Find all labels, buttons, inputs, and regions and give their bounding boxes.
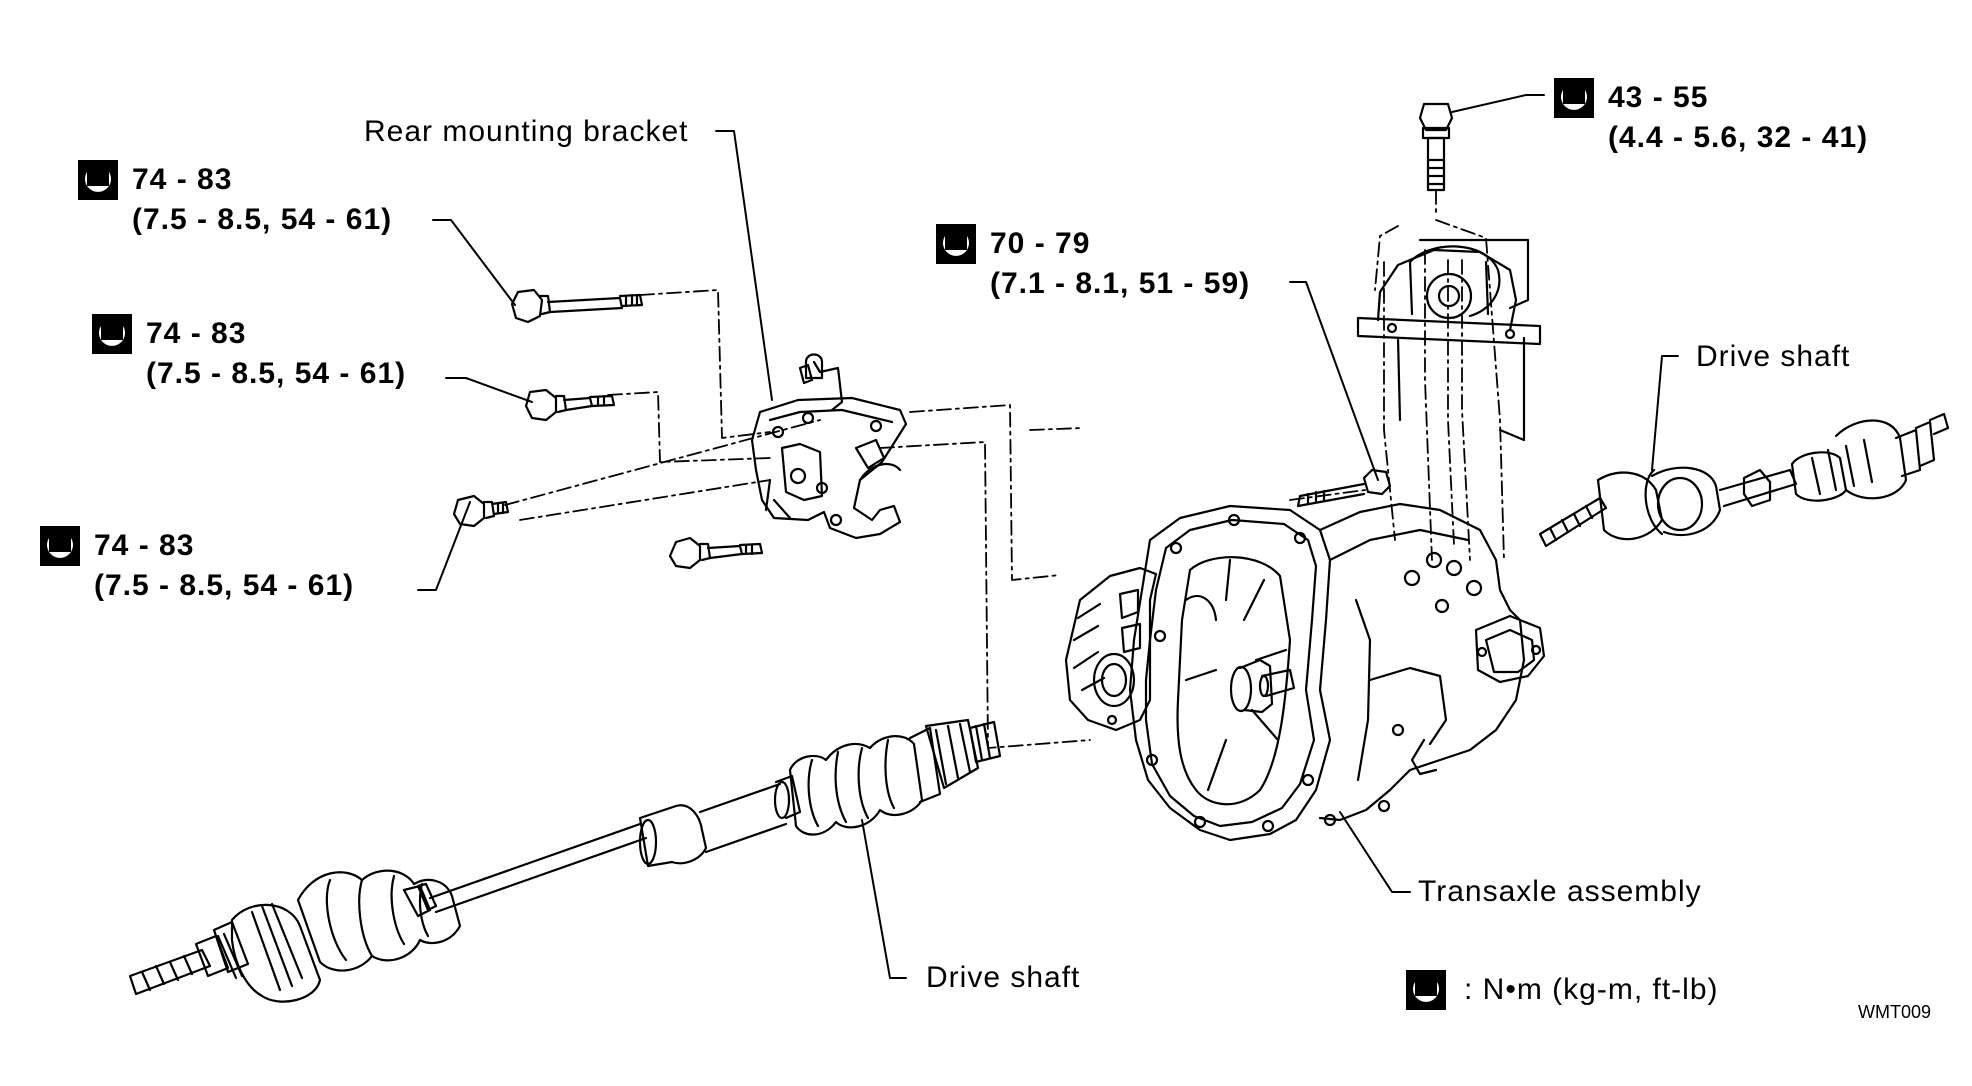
top-mount-insulator xyxy=(1356,238,1542,442)
torque-range: 74 - 83 xyxy=(146,317,247,350)
torque-wrench-icon xyxy=(90,312,134,356)
torque-wrench-icon xyxy=(1552,76,1596,120)
left-drive-shaft-label: Drive shaft xyxy=(926,961,1081,994)
top-mount-bolt xyxy=(1418,102,1454,192)
torque-spec-5: 43 - 55 (4.4 - 5.6, 32 - 41) xyxy=(1608,78,1868,158)
torque-range: 70 - 79 xyxy=(990,227,1091,260)
torque-range: 74 - 83 xyxy=(94,529,195,562)
torque-detail: (7.5 - 8.5, 54 - 61) xyxy=(132,203,393,236)
bolt-3 xyxy=(452,494,510,528)
torque-units-legend: : N•m (kg-m, ft-lb) xyxy=(1464,973,1719,1006)
torque-detail: (4.4 - 5.6, 32 - 41) xyxy=(1608,121,1869,154)
torque-range: 43 - 55 xyxy=(1608,81,1709,114)
leader-lines xyxy=(417,94,1679,979)
transaxle-assembly xyxy=(1064,502,1546,842)
torque-wrench-icon xyxy=(38,524,82,568)
alignment-lines xyxy=(504,189,1505,749)
bolt-5 xyxy=(1296,468,1392,508)
right-drive-shaft-label: Drive shaft xyxy=(1696,340,1851,373)
left-drive-shaft xyxy=(128,718,1002,1003)
torque-detail: (7.5 - 8.5, 54 - 61) xyxy=(94,569,355,602)
right-drive-shaft xyxy=(1538,412,1950,548)
bolt-1 xyxy=(510,288,644,324)
rear-mounting-bracket xyxy=(750,353,908,540)
torque-spec-3: 74 - 83 (7.5 - 8.5, 54 - 61) xyxy=(94,526,354,606)
torque-spec-2: 74 - 83 (7.5 - 8.5, 54 - 61) xyxy=(146,314,406,394)
transaxle-assembly-label: Transaxle assembly xyxy=(1418,875,1702,908)
torque-wrench-icon xyxy=(1404,968,1448,1012)
bolt-4 xyxy=(668,536,764,570)
torque-wrench-icon xyxy=(934,222,978,266)
bolt-2 xyxy=(524,388,616,422)
torque-spec-1: 74 - 83 (7.5 - 8.5, 54 - 61) xyxy=(132,160,392,240)
torque-detail: (7.5 - 8.5, 54 - 61) xyxy=(146,357,407,390)
figure-code: WMT009 xyxy=(1858,1002,1932,1022)
torque-detail: (7.1 - 8.1, 51 - 59) xyxy=(990,267,1251,300)
torque-spec-4: 70 - 79 (7.1 - 8.1, 51 - 59) xyxy=(990,224,1250,304)
torque-range: 74 - 83 xyxy=(132,163,233,196)
torque-wrench-icon xyxy=(76,158,120,202)
rear-mounting-bracket-label: Rear mounting bracket xyxy=(364,115,689,148)
